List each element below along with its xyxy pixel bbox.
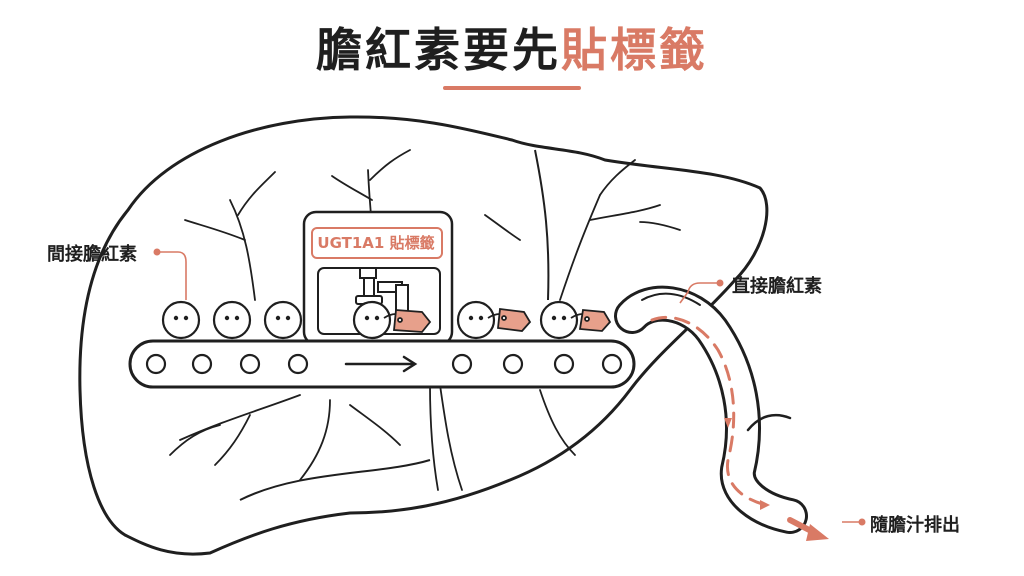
bilirubin-unconjugated xyxy=(161,300,303,340)
title: 膽紅素要先貼標籤 xyxy=(0,14,1024,80)
machine-label: UGT1A1 貼標籤 xyxy=(317,234,435,252)
lobe-line xyxy=(239,459,431,501)
falciform-ligament xyxy=(534,149,550,301)
title-main: 膽紅素要先 xyxy=(316,23,561,77)
excretion-arrow xyxy=(787,517,829,541)
vessels xyxy=(169,149,681,491)
label-unconjugated: 間接膽紅素 xyxy=(47,244,137,265)
bilirubin-conjugated xyxy=(352,300,579,340)
label-conjugated: 直接膽紅素 xyxy=(732,276,822,297)
bile-duct xyxy=(614,285,808,534)
leader-dots xyxy=(153,248,866,526)
machine-sign xyxy=(311,227,443,259)
label-excretion: 隨膽汁排出 xyxy=(870,515,960,536)
title-underline xyxy=(443,86,581,90)
glucuronide-tags xyxy=(383,307,612,333)
belt-direction-arrow xyxy=(344,355,418,373)
liver-outline xyxy=(78,115,769,556)
conveyor-rollers xyxy=(145,353,623,375)
bile-flow-heads xyxy=(724,418,770,510)
bile-flow-arrows xyxy=(650,315,772,508)
machine-arm xyxy=(355,267,409,312)
title-accent: 貼標籤 xyxy=(561,23,708,77)
